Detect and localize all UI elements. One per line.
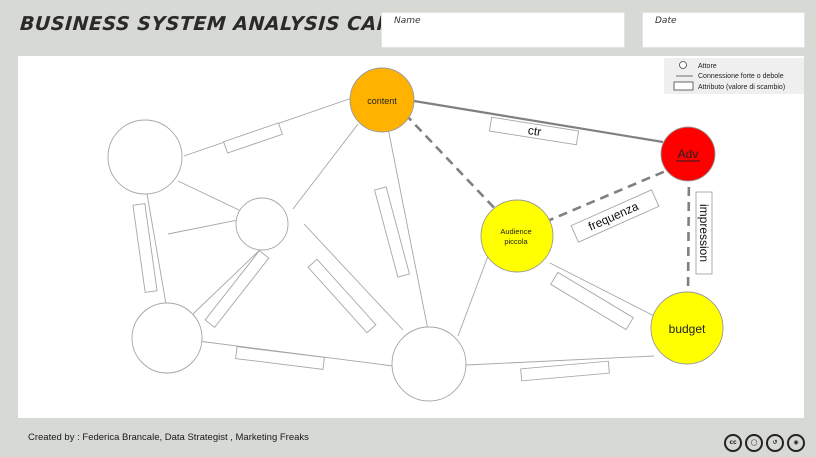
- adv-label: Adv: [678, 147, 699, 161]
- budget-label: budget: [669, 322, 706, 336]
- legend-actor-label: Attore: [698, 63, 717, 70]
- by-icon: ◯: [745, 434, 763, 452]
- actor-empty-3: [131, 302, 203, 374]
- date-field[interactable]: Date: [642, 12, 805, 48]
- legend-connection-label: Connessione forte o debole: [698, 73, 784, 80]
- legend-attribute-icon: [673, 81, 694, 91]
- actor-adv: [660, 126, 716, 182]
- attribute-ctr: ctr: [488, 116, 580, 146]
- date-label: Date: [655, 16, 677, 26]
- legend-actor-icon: [679, 61, 687, 69]
- nc-icon: ◉: [787, 434, 805, 452]
- actor-content: [349, 67, 415, 133]
- diagram-svg: Attore Connessione forte o debole Attrib…: [107, 58, 804, 402]
- actor-empty-2: [235, 197, 289, 251]
- attribute-boxes: [132, 122, 634, 382]
- attribute-impression: impression: [695, 191, 713, 275]
- cc-icon: cc: [724, 434, 742, 452]
- audience-label-1: Audience: [500, 227, 531, 236]
- actor-circles: [107, 119, 467, 402]
- actor-empty-1: [107, 119, 183, 195]
- attribute-frequenza: frequenza: [570, 189, 660, 243]
- name-field[interactable]: Name: [381, 12, 625, 48]
- footer-credit: Created by : Federica Brancale, Data Str…: [28, 432, 309, 443]
- impression-label: impression: [697, 204, 711, 262]
- actor-audience: [480, 199, 554, 273]
- name-label: Name: [394, 16, 421, 26]
- legend-attribute-label: Attributo (valore di scambio): [698, 84, 785, 91]
- page-title: BUSINESS SYSTEM ANALYSIS CANVAS: [19, 13, 438, 35]
- audience-label-2: piccola: [504, 237, 528, 246]
- sa-icon: ↺: [766, 434, 784, 452]
- diagram-canvas: Attore Connessione forte o debole Attrib…: [18, 56, 804, 418]
- actor-empty-4: [391, 326, 467, 402]
- dashed-connections: [404, 113, 691, 295]
- content-label: content: [367, 96, 397, 106]
- content-adv-connection: [413, 99, 664, 144]
- actor-budget: [650, 291, 724, 365]
- ctr-label: ctr: [527, 123, 542, 139]
